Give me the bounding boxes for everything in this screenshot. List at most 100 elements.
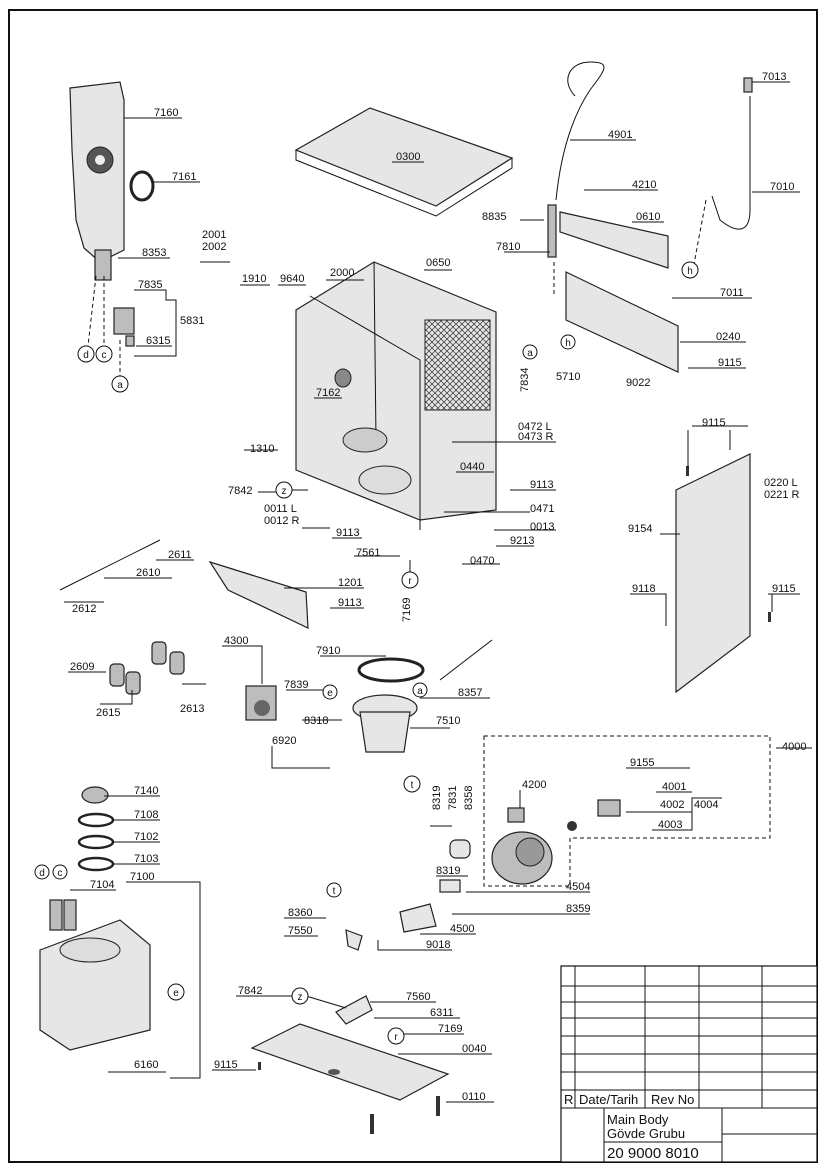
label-4003: 4003 [658,819,682,831]
callout-r-lower: r [387,1027,405,1045]
label-0300: 0300 [396,151,420,163]
label-2002: 2002 [202,241,226,253]
part-4000-motor [449,831,553,885]
svg-text:c: c [58,868,63,879]
label-9115-c: 9115 [772,583,796,595]
label-2001: 2001 [202,229,226,241]
label-0221: 0221 R [764,489,800,501]
label-8319-b: 8319 [436,865,460,877]
part-7103-ring [77,856,115,872]
label-7100: 7100 [130,871,154,883]
label-0472: 0472 L [518,421,552,433]
title-block-doc-number: 20 9000 8010 [607,1145,699,1162]
box-4000-outline [483,735,771,887]
callout-c-upper: c [95,345,113,363]
part-0240-front-panel [565,271,679,373]
label-7910: 7910 [316,645,340,657]
callout-t-lower: t [326,882,342,898]
label-7161: 7161 [172,171,196,183]
label-2609: 2609 [70,661,94,673]
label-7169-a: 7169 [401,598,413,622]
label-8353: 8353 [142,247,166,259]
title-block-rev-label: Rev No [651,1092,694,1107]
label-7169-b: 7169 [438,1023,462,1035]
label-1310: 1310 [250,443,274,455]
callout-d-lower: d [34,864,50,880]
label-9213: 9213 [510,535,534,547]
callout-r-upper: r [401,571,419,589]
part-7161-ring [129,170,155,202]
svg-text:e: e [173,988,179,999]
label-0013: 0013 [530,521,554,533]
label-0011: 0011 L [264,503,297,515]
label-9018: 9018 [426,939,450,951]
label-0440: 0440 [460,461,484,473]
label-8319-a: 8319 [431,786,443,810]
label-5831: 5831 [180,315,204,327]
svg-text:a: a [417,686,423,697]
label-4200: 4200 [522,779,546,791]
callout-d-upper: d [77,345,95,363]
part-7108-ring [77,812,115,828]
label-7010: 7010 [770,181,794,193]
label-4504: 4504 [566,881,590,893]
label-9155: 9155 [630,757,654,769]
label-2615: 2615 [96,707,120,719]
part-2615-foot [125,671,141,695]
part-7102-ring [77,834,115,850]
label-4000: 4000 [782,741,806,753]
title-block-name-en: Main Body [607,1112,669,1127]
label-8358: 8358 [463,786,475,810]
part-7013-connector [743,77,753,93]
part-labels: 7160 7161 8353 7835 5831 6315 2001 2002 … [70,71,806,1103]
svg-text:h: h [687,266,693,277]
svg-text:h: h [565,338,571,349]
svg-text:z: z [298,992,303,1003]
label-0220: 0220 L [764,477,798,489]
label-8835: 8835 [482,211,506,223]
part-0040-base [250,1023,450,1101]
svg-text:e: e [327,688,333,699]
label-0473: 0473 R [518,431,554,443]
label-2610: 2610 [136,567,160,579]
part-7160-drawing [69,81,125,281]
label-2613: 2613 [180,703,204,715]
label-7140: 7140 [134,785,158,797]
label-7831: 7831 [447,786,459,810]
label-8360: 8360 [288,907,312,919]
svg-text:r: r [394,1032,398,1043]
leader-lines [64,81,812,1103]
label-7510: 7510 [436,715,460,727]
dash-d [87,275,97,347]
part-7910-seal [357,657,425,683]
label-7103: 7103 [134,853,158,865]
part-2000-tub-frame [295,261,497,530]
part-4002-part [597,799,621,817]
label-4300: 4300 [224,635,248,647]
label-7102: 7102 [134,831,158,843]
part-2615b-foot [169,651,185,675]
callout-a-lower: a [412,682,428,698]
part-4200-capacitor [507,807,525,823]
part-4901-hose [555,61,605,201]
label-6311: 6311 [430,1007,454,1019]
label-4001: 4001 [662,781,686,793]
label-0012: 0012 R [264,515,300,527]
label-7162: 7162 [316,387,340,399]
part-7810-tube [547,204,557,258]
label-7810: 7810 [496,241,520,253]
label-0650: 0650 [426,257,450,269]
label-6160: 6160 [134,1059,158,1071]
part-2609-foot [109,663,125,687]
part-7510-sump [352,694,418,753]
label-4210: 4210 [632,179,656,191]
label-1201: 1201 [338,577,362,589]
label-5710: 5710 [556,371,580,383]
part-8359-hose [439,879,461,893]
callout-z-upper: z [275,481,293,499]
label-7839: 7839 [284,679,308,691]
part-8357-filter [439,639,493,681]
label-8318: 8318 [304,715,328,727]
